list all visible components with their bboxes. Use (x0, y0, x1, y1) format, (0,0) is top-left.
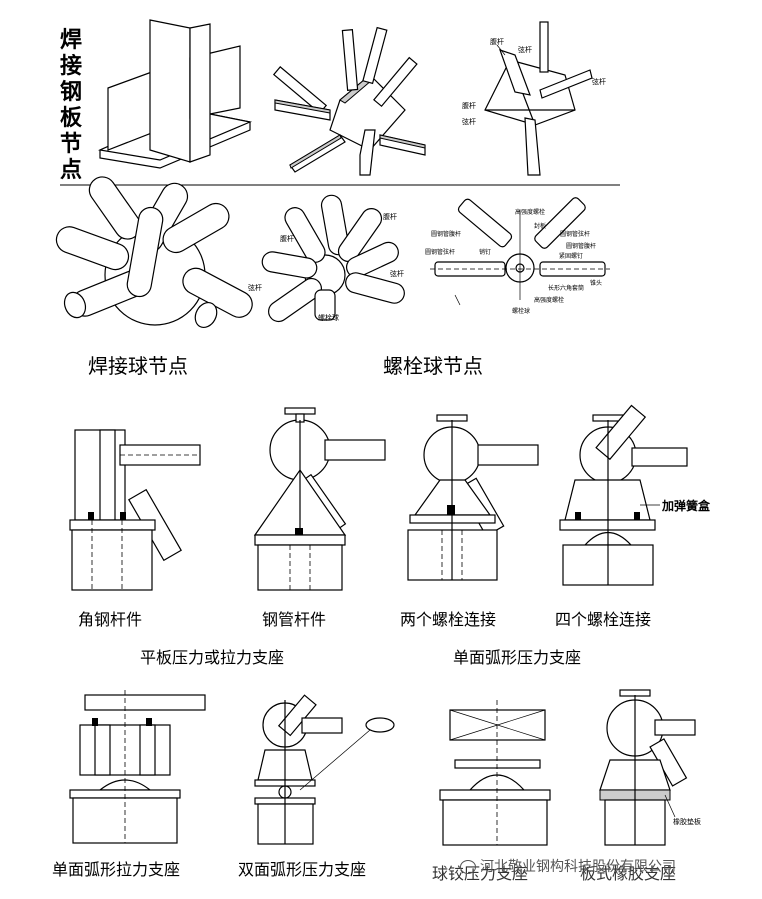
welded-plate-cross (97, 19, 253, 169)
label-spring-box: 加弹簧盒 (661, 498, 711, 513)
title-char: 板 (59, 106, 82, 131)
double-arc-support (254, 694, 395, 845)
caption-flat-support: 平板压力或拉力支座 (140, 648, 285, 667)
caption-single-arc-press: 单面弧形压力支座 (453, 648, 582, 667)
label-top-web1: 腹杆 (490, 37, 504, 46)
caption-angle: 角钢杆件 (78, 610, 143, 629)
caption-ball-hinge: 球铰压力支座 (432, 864, 529, 883)
label-chord-left: 弦杆 (248, 283, 262, 292)
label-cone-head: 锥头 (590, 279, 602, 287)
label-pipe-chord-l: 圆钢管弦杆 (425, 248, 455, 256)
title-char: 点 (59, 158, 82, 183)
label-top-chord2: 弦杆 (592, 77, 606, 86)
label-bolt-ball-detail: 螺栓球 (512, 307, 530, 315)
four-bolt-support (559, 404, 688, 586)
caption-double-arc-press: 双面弧形压力支座 (238, 860, 367, 879)
label-hex-sleeve: 长形六角套筒 (548, 284, 584, 292)
label-set-screw: 紧固螺钉 (559, 252, 583, 260)
caption-four-bolt: 四个螺栓连接 (555, 610, 652, 629)
label-hs-bolt-top: 高强度螺栓 (515, 208, 545, 216)
title-char: 节 (59, 132, 82, 157)
label-web-a: 腹杆 (383, 212, 397, 221)
caption-welded-ball: 焊接球节点 (88, 354, 188, 378)
rubber-pad-support (599, 689, 696, 846)
label-hs-bolt-bottom: 高强度螺栓 (534, 296, 564, 304)
label-end-plate: 封板 (534, 222, 546, 230)
bolt-ball-node-detail (430, 197, 610, 306)
caption-single-arc-tension: 单面弧形拉力支座 (52, 860, 181, 879)
pipe-support (253, 407, 386, 591)
title-char: 钢 (59, 80, 82, 105)
title-char: 焊 (59, 28, 82, 53)
label-pipe-web-l: 圆钢管腹杆 (431, 230, 461, 238)
label-rubber-pad: 橡胶垫板 (673, 817, 701, 826)
welded-plate-star (272, 26, 426, 176)
label-pipe-chord-r: 圆钢管弦杆 (560, 230, 590, 238)
label-pipe-web-r: 圆钢管腹杆 (566, 242, 596, 250)
watermark-text: 河北敬业钢构科技股份有限公司 (480, 859, 676, 875)
welded-ball-node (55, 176, 253, 329)
label-top-web2: 腹杆 (462, 101, 476, 110)
two-bolt-support (407, 414, 539, 581)
title-char: 接 (59, 54, 82, 79)
label-pin: 销钉 (479, 248, 491, 256)
watermark: 河北敬业钢构科技股份有限公司 (460, 856, 676, 876)
label-top-chord1: 弦杆 (518, 45, 532, 54)
bolt-ball-node-small (261, 194, 405, 323)
label-chord-right: 弦杆 (390, 269, 404, 278)
caption-pipe: 钢管杆件 (262, 610, 327, 629)
angle-steel-support (69, 429, 201, 591)
single-arc-tension-support (69, 690, 206, 844)
caption-bolt-ball: 螺栓球节点 (383, 354, 483, 378)
wechat-icon (460, 860, 476, 874)
welded-plate-hexagon (484, 21, 593, 176)
label-bolt-ball: 螺栓球 (318, 313, 339, 322)
caption-two-bolt: 两个螺栓连接 (400, 610, 497, 629)
label-web-b: 腹杆 (280, 234, 294, 243)
welded-plate-node-title: 焊 接 钢 板 节 点 (58, 28, 84, 184)
ball-hinge-support (439, 700, 551, 846)
caption-rubber-support: 板式橡胶支座 (580, 864, 677, 883)
label-top-chord3: 弦杆 (462, 117, 476, 126)
